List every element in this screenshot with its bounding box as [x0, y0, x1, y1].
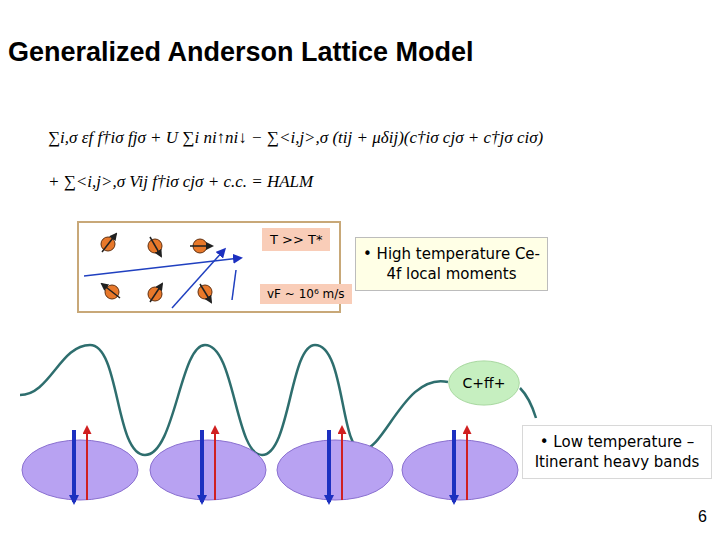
moment-arrow — [102, 284, 120, 298]
spin-up-arrow — [86, 428, 88, 500]
wave-function — [520, 388, 536, 418]
slide-title: Generalized Anderson Lattice Model — [8, 30, 478, 74]
node-text: • Low temperature – Itinerant heavy band… — [535, 433, 700, 471]
velocity-box: vF ~ 10⁶ m/s — [260, 284, 352, 304]
moment-arrow — [102, 234, 116, 252]
note-box: • Low temperature – Itinerant heavy band… — [522, 425, 712, 479]
spin-down-arrow — [327, 430, 331, 502]
local-moments — [101, 234, 212, 302]
site-ellipse — [402, 440, 518, 500]
hamiltonian-line: ∑i,σ εf f†iσ fjσ + U ∑i ni↑ni↓ − ∑<i,j>,… — [48, 128, 543, 148]
hamiltonian-line: + ∑<i,j>,σ Vij f†iσ cjσ + c.c. = HALM — [48, 172, 313, 192]
spin-down-arrow — [72, 430, 76, 502]
node-text: T >> T* — [270, 232, 322, 247]
node-text: C+ff+ — [463, 375, 506, 391]
node-text: • High temperature Ce-4f local moments — [363, 245, 540, 283]
heavy-band-sites — [22, 428, 518, 502]
note-box: • High temperature Ce-4f local moments — [355, 237, 548, 291]
node-text: vF ~ 10⁶ m/s — [267, 287, 345, 301]
wave-function — [20, 345, 448, 455]
moment-arrow — [150, 237, 161, 256]
scattering-path — [84, 258, 240, 276]
spin-up-arrow — [341, 428, 343, 500]
site-ellipse — [150, 440, 266, 500]
spin-down-arrow — [452, 430, 456, 502]
temperature-box: T >> T* — [262, 228, 330, 251]
moment-arrow — [150, 284, 162, 302]
moment-arrow — [190, 245, 212, 247]
page-number: 6 — [698, 508, 707, 526]
ellipse-shape — [449, 361, 520, 405]
spin-down-arrow — [200, 430, 204, 502]
scattering-path — [172, 250, 224, 308]
site-ellipse — [277, 440, 393, 500]
spin-up-arrow — [466, 428, 468, 500]
spin-up-arrow — [214, 428, 216, 500]
site-ellipse — [22, 440, 138, 500]
moment-arrow — [200, 284, 211, 302]
hybridization-ellipse: C+ff+ — [448, 360, 520, 406]
scattering-path — [232, 270, 236, 300]
